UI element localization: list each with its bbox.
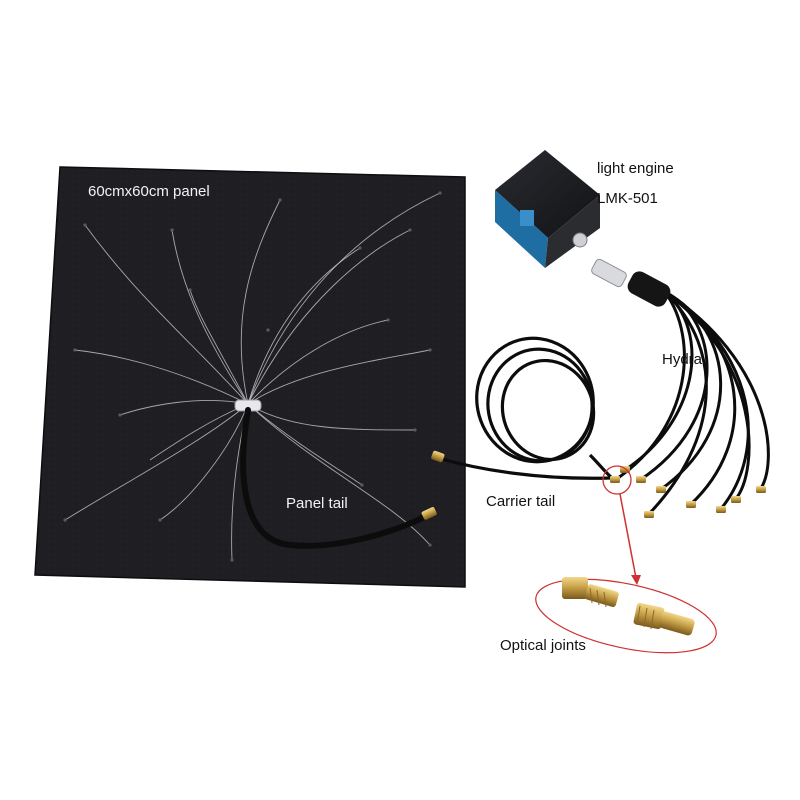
optical-joints-label: Optical joints bbox=[500, 637, 586, 654]
fiber-end-points bbox=[63, 191, 442, 562]
panel-tail-connector bbox=[421, 507, 437, 520]
callout-arrow bbox=[619, 493, 637, 579]
optical-joints-callout bbox=[535, 578, 717, 654]
model-label: LMK-501 bbox=[597, 190, 658, 207]
hydra-connectors bbox=[610, 466, 766, 518]
hydra-metal-plug bbox=[591, 258, 627, 288]
panel-tail-label: Panel tail bbox=[286, 495, 348, 512]
optical-joint-right bbox=[633, 602, 695, 636]
hydra-label: Hydra bbox=[662, 351, 703, 368]
light-engine-label: light engine bbox=[597, 160, 674, 177]
joint-callout-circle bbox=[602, 465, 632, 495]
carrier-tail-cable bbox=[437, 336, 614, 480]
hydra-head bbox=[627, 271, 671, 307]
fiber-strands bbox=[64, 192, 441, 561]
fiber-panel bbox=[35, 167, 465, 587]
hydra-cable-bundle bbox=[613, 290, 770, 517]
carrier-tail-label: Carrier tail bbox=[486, 493, 556, 510]
light-engine-box bbox=[495, 150, 600, 268]
optical-joint-left bbox=[562, 577, 619, 608]
carrier-tail-connector bbox=[431, 450, 445, 463]
panel-tail-cable bbox=[240, 407, 431, 549]
panel-label: 60cmx60cm panel bbox=[88, 183, 210, 200]
